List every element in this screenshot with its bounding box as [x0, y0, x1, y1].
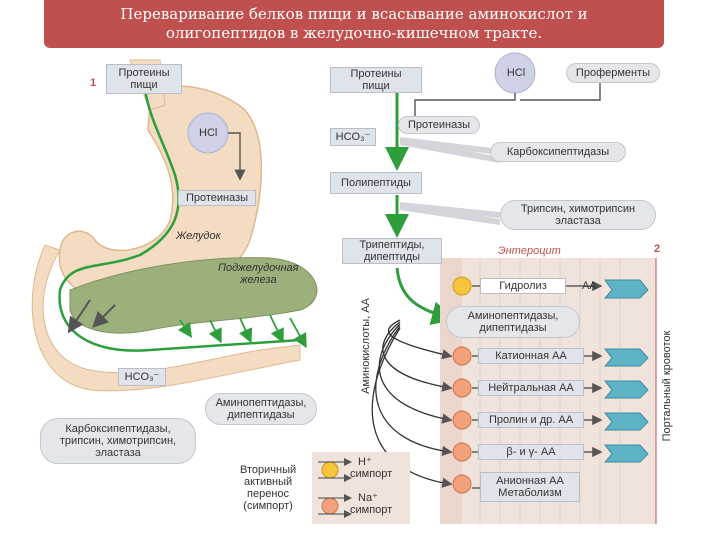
- acidic-aa-box: Анионная АА Метаболизм: [480, 472, 580, 502]
- carboxypeptidases-pill: Карбоксипептидазы: [490, 142, 626, 162]
- aminopeptidases-pill-1: Аминопептидазы, дипептидазы: [205, 393, 317, 425]
- hcl-label-2: HCl: [506, 67, 526, 79]
- proteinases-pill-2: Протеиназы: [398, 116, 480, 134]
- transporter-neutral: Нейтральная АА: [478, 380, 584, 396]
- absorption-arrows: [371, 319, 453, 488]
- proenzymes-pill: Проферменты: [566, 63, 660, 83]
- polypeptides-box: Полипептиды: [330, 172, 422, 194]
- trypsin-group-pill: Трипсин, химотрипсин эластаза: [500, 200, 656, 230]
- portal-exits: [603, 279, 649, 463]
- pancreas-label: Поджелудочная железа: [218, 262, 299, 286]
- pancreas-shape: [69, 257, 318, 334]
- legend-secondary-transport: Вторичный активный перенос (симпорт): [240, 464, 297, 512]
- panel-2-number: 2: [654, 243, 661, 255]
- amino-dipeptidases-pill: Аминопептидазы, дипептидазы: [446, 306, 580, 338]
- duodenum-shape: [31, 244, 301, 392]
- transporter-beta-gamma: β- и γ- АА: [478, 444, 584, 460]
- food-proteins-box-2: Протеины пищи: [330, 67, 422, 93]
- tri-di-peptides-box: Трипептиды, дипептиды: [342, 238, 442, 264]
- enzyme-fan: [399, 137, 501, 225]
- transporter-cationic: Катионная АА: [478, 348, 584, 364]
- portal-vein-label: Портальный кровоток: [661, 330, 673, 442]
- na-transporters: [452, 346, 472, 494]
- duct-arrows: [67, 299, 116, 334]
- hcl-label-1: HCl: [199, 127, 218, 139]
- hco3-box-2: HCO₃⁻: [330, 128, 376, 146]
- proenzyme-connector: [520, 82, 601, 101]
- title-line-2: олигопептидов в желудочно-кишечном тракт…: [165, 24, 543, 42]
- legend-h-ion: H⁺: [358, 456, 372, 468]
- enterocyte-label: Энтероцит: [498, 245, 561, 257]
- hcl-arrow-1: [228, 132, 246, 181]
- carboxy-pill-1: Карбоксипептидазы, трипсин, химотрипсин,…: [40, 418, 196, 464]
- hco3-box-1: HCO₃⁻: [118, 368, 166, 386]
- hcl-connector: [414, 93, 516, 120]
- food-proteins-box-1: Протеины пищи: [106, 64, 182, 94]
- stomach-label: Желудок: [176, 230, 221, 242]
- aa-label: АА: [582, 280, 597, 292]
- legend-na-symport: симпорт: [350, 504, 393, 516]
- title-line-1: Переваривание белков пищи и всасывание а…: [120, 5, 588, 23]
- proteinases-box-1: Протеиназы: [178, 190, 256, 206]
- slide-title: Переваривание белков пищи и всасывание а…: [44, 0, 664, 48]
- panel-1-number: 1: [90, 77, 97, 89]
- pancreas-arrows: [178, 314, 307, 349]
- legend-h-carrier: [321, 461, 339, 479]
- hydrolysis-box: Гидролиз: [480, 278, 566, 294]
- amino-acids-axis-label: Аминокислоты, АА: [360, 298, 372, 394]
- legend-h-symport: симпорт: [350, 468, 393, 480]
- transporter-proline: Пролин и др. АА: [478, 412, 584, 428]
- legend-na-ion: Na⁺: [358, 492, 378, 504]
- h-transporter-top: [452, 276, 472, 296]
- legend-na-carrier: [321, 497, 339, 515]
